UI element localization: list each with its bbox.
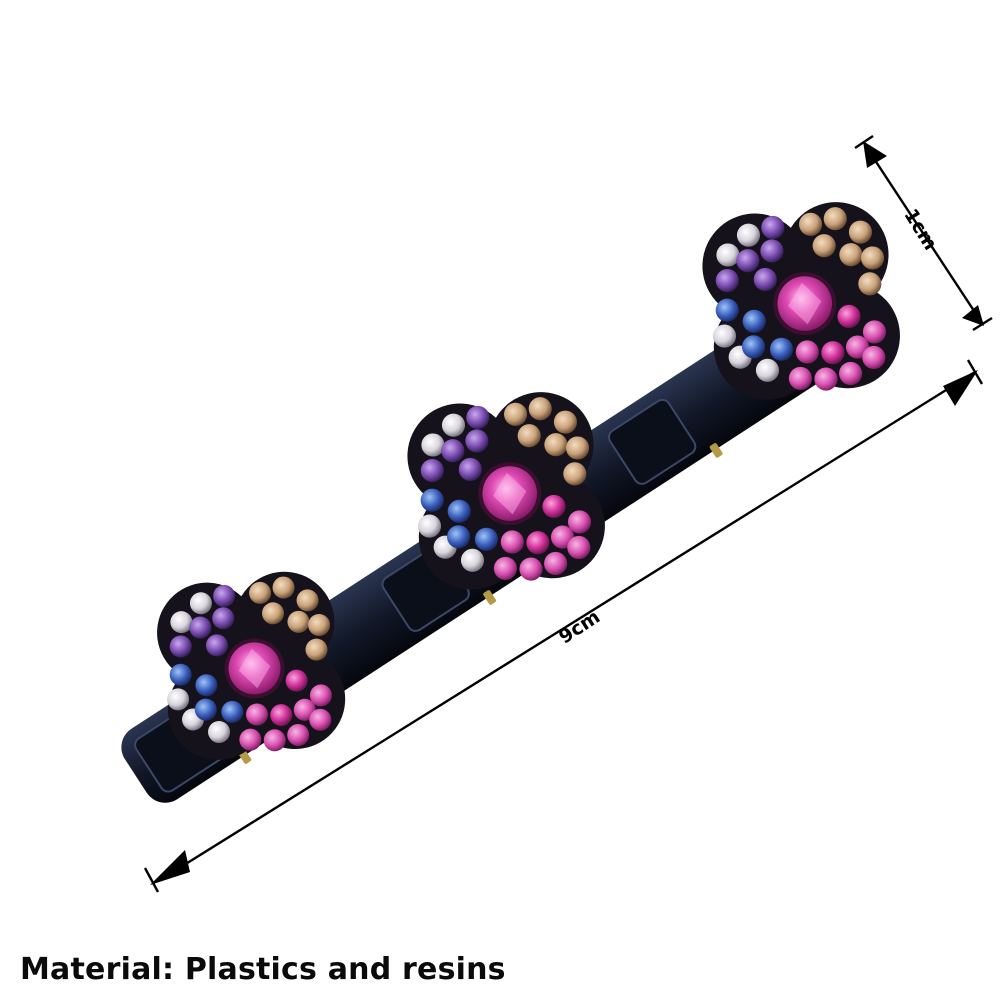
flower-left xyxy=(150,565,352,767)
width-dimension-arrow xyxy=(854,135,993,332)
material-caption: Material: Plastics and resins xyxy=(20,952,506,987)
flower-right xyxy=(695,195,907,407)
length-dimension-arrow xyxy=(143,359,984,893)
flower-middle xyxy=(400,385,612,597)
